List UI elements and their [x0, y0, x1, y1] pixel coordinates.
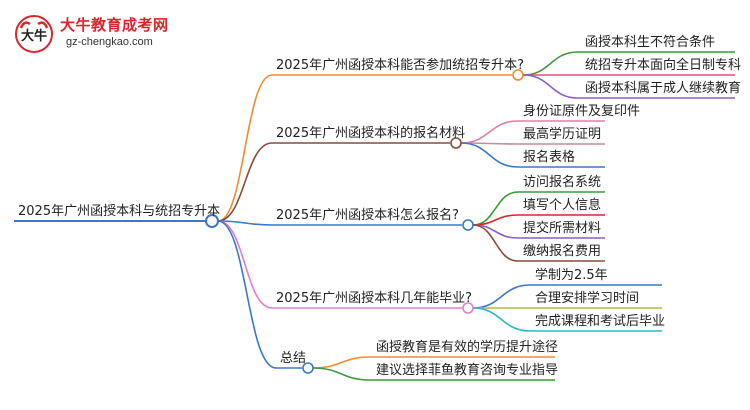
root-node: [205, 214, 219, 228]
branch-node: [462, 219, 474, 231]
logo[interactable]: 大牛 大牛教育成考网 gz-chengkao.com: [10, 12, 170, 56]
leaf-label: 缴纳报名费用: [523, 244, 602, 259]
leaf-connector: [472, 224, 519, 262]
logo-title: 大牛教育成考网: [60, 16, 169, 34]
branch-label-summary: 总结: [280, 351, 307, 366]
leaf-connector: [522, 74, 579, 99]
leaf-label: 填写个人信息: [523, 198, 602, 213]
branch-node: [462, 302, 474, 314]
logo-url: gz-chengkao.com: [66, 36, 153, 48]
leaf-connector: [472, 284, 531, 309]
logo-mark-text: 大牛: [21, 28, 47, 44]
branch-connector: [217, 74, 273, 222]
leaf-label: 建议选择菲鱼教育咨询专业指导: [376, 363, 559, 378]
leaf-label: 完成课程和考试后毕业: [535, 314, 666, 329]
leaf-label: 函授教育是有效的学历提升途径: [376, 340, 559, 355]
leaf-label: 报名表格: [523, 150, 576, 165]
leaf-connector: [522, 51, 579, 76]
leaf-connector: [460, 120, 519, 144]
branch-connector: [217, 220, 273, 226]
leaf-label: 函授本科生不符合条件: [585, 35, 716, 50]
branch-connector: [217, 142, 273, 222]
branch-label-eligibility: 2025年广州函授本科能否参加统招专升本?: [276, 58, 524, 73]
leaf-label: 学制为2.5年: [535, 268, 608, 283]
leaf-label: 访问报名系统: [523, 175, 602, 190]
leaf-label: 合理安排学习时间: [535, 291, 640, 306]
branch-label-graduation: 2025年广州函授本科几年能毕业?: [276, 291, 472, 306]
root-node-label: 2025年广州函授本科与统招专升本: [18, 204, 221, 219]
branch-node: [512, 69, 524, 81]
leaf-label: 身份证原件及复印件: [523, 104, 641, 119]
leaf-connector: [472, 307, 531, 332]
leaf-label: 最高学历证明: [523, 127, 602, 142]
branch-label-materials: 2025年广州函授本科的报名材料: [276, 126, 466, 141]
branch-connector: [217, 220, 273, 309]
branch-label-how-to-apply: 2025年广州函授本科怎么报名?: [276, 208, 459, 223]
leaf-connector: [460, 142, 519, 168]
leaf-label: 提交所需材料: [523, 221, 602, 236]
leaf-connector: [312, 367, 371, 381]
leaf-label: 统招专升本面向全日制专科: [585, 58, 742, 73]
leaf-label: 函授本科属于成人继续教育: [585, 81, 742, 96]
bull-logo-icon: 大牛: [15, 15, 53, 53]
leaf-connector: [312, 356, 371, 369]
branch-connector: [217, 220, 277, 369]
branch-node: [302, 362, 314, 374]
branch-node: [450, 137, 462, 149]
